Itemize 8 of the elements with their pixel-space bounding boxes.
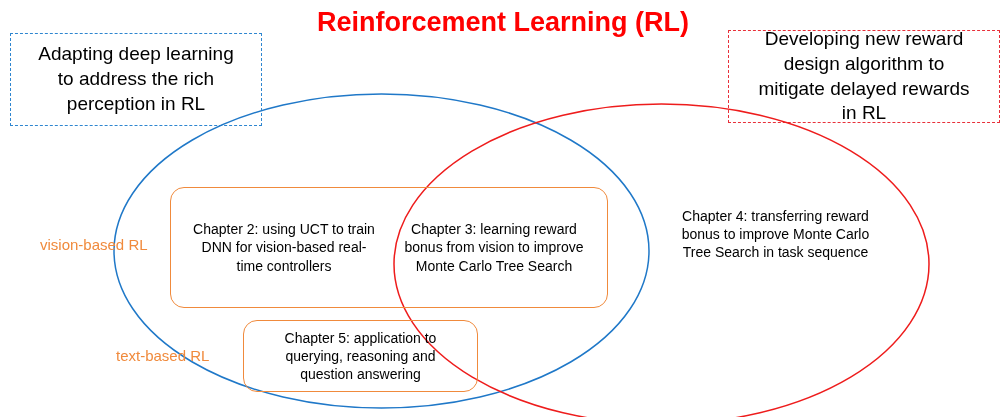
category-label: text-based RL bbox=[116, 346, 210, 366]
diagram-title: Reinforcement Learning (RL) bbox=[317, 6, 689, 39]
dashed-text-box: Adapting deep learning to address the rich perception in RL bbox=[10, 33, 262, 126]
dashed-text-box: Developing new reward design algorithm to mitigate delayed rewards in RL bbox=[728, 30, 1000, 123]
chapter-text: Chapter 2: using UCT to train DNN for vision-based real-time controllers bbox=[192, 220, 376, 275]
chapter-text: Chapter 4: transferring reward bonus to improve Monte Carlo Tree Search in task sequence bbox=[680, 207, 871, 262]
chapter-text: Chapter 3: learning reward bonus from vision to improve Monte Carlo Tree Search bbox=[403, 220, 585, 275]
chapter-text: Chapter 5: application to querying, reasoning and question answering bbox=[283, 328, 438, 384]
